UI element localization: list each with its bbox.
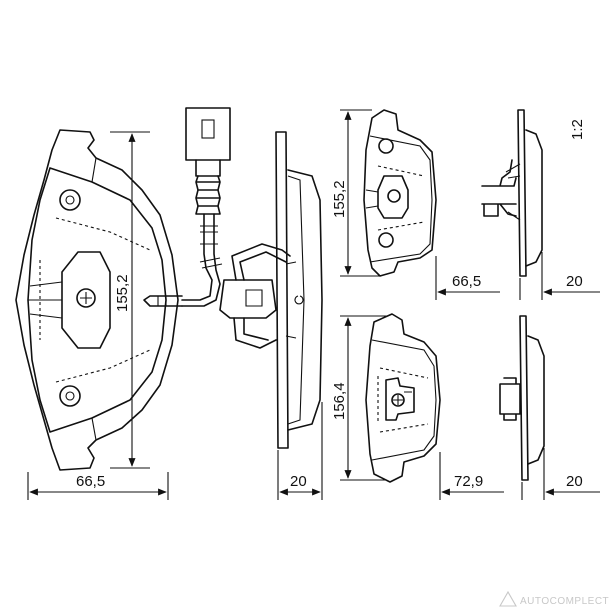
side-backing-plate [275,131,289,449]
clip-body [219,279,277,319]
main-pad-center-pin-cross [80,292,92,304]
upper-side-clip-spring [505,163,521,221]
sensor-cable [181,213,213,301]
main-thickness-dimension: 20 [277,402,323,500]
sensor-cable-outer [181,213,221,307]
main-thickness-label: 20 [290,473,307,490]
main-pad-side-view [275,131,323,449]
side-friction-lining [287,169,323,431]
upper-thickness-dimension: 20 [519,252,600,300]
upper-pad-outline [363,109,437,277]
main-width-label: 66,5 [76,473,105,490]
upper-side-lining [525,129,543,267]
main-pad-upper-hole-inner [65,195,75,205]
lower-width-dimension: 72,9 [439,452,504,500]
upper-pad-clip [377,175,409,219]
main-pad-clip-detail [28,281,63,319]
lower-pad-lining [371,339,437,461]
side-lining-edge [287,175,305,425]
clip-lower-arm [233,317,277,349]
lower-pad-side-view [499,315,545,481]
sensor-grommet [195,175,221,215]
lower-pad-clip [385,377,415,421]
lower-pad-inner-contour [377,367,429,433]
main-pad-inner-contour [39,217,151,383]
upper-width-label: 66,5 [452,273,481,290]
lower-width-label: 72,9 [454,473,483,490]
watermark-text: AUTOCOMPLECT [520,596,609,607]
lower-pad-pin-cross [393,391,412,405]
clip-tab [245,289,263,307]
clip-upper-arm [231,243,291,281]
upper-side-backing [517,109,527,277]
upper-thickness-label: 20 [566,273,583,290]
upper-height-label: 155,2 [331,180,348,218]
main-pad-lower-hole [59,385,81,407]
upper-pad-inner-contour [377,165,425,231]
upper-pad-lining [369,135,433,263]
lower-pad-front-view [365,313,441,483]
upper-pad-top-hole [378,138,394,154]
lower-height-label: 156,4 [331,382,348,420]
side-clip-notch [285,261,297,339]
sensor-probe-tip [157,296,167,306]
upper-pad-bottom-hole [378,232,394,248]
main-pad-lower-hole-inner [65,391,75,401]
clip-lower-arm-2 [243,317,269,341]
upper-width-dimension: 66,5 [435,256,500,300]
side-sensor-mark [294,295,304,305]
sensor-probe [143,295,183,307]
watermark-logo-icon [499,590,517,607]
lower-thickness-dimension: 20 [521,448,600,500]
sensor-connector-body [185,107,231,161]
main-pad-clip-plate [61,251,111,349]
main-width-dimension: 66,5 [27,472,169,500]
main-pad-upper-hole [59,189,81,211]
lower-side-backing [519,315,529,481]
sensor-cable-tie [199,225,223,269]
spring-clip [219,243,291,349]
clip-upper-arm-2 [239,251,287,281]
lower-side-lining [527,335,545,465]
main-height-label: 155,2 [114,274,131,312]
lower-thickness-label: 20 [566,473,583,490]
upper-pad-tab [365,189,379,209]
lower-side-clip [499,377,521,421]
upper-pad-side-view [481,109,543,277]
scale-label: 1:2 [569,119,586,140]
main-pad-chamfer-lines [91,157,97,441]
upper-pad-front-view [363,109,437,277]
sensor-connector-latch [201,119,215,139]
lower-height-dimension: 156,4 [331,315,388,481]
sensor-connector-neck [195,159,221,177]
main-pad-center-pin [76,288,96,308]
upper-height-dimension: 155,2 [331,109,380,277]
main-height-dimension: 155,2 [110,131,150,469]
wear-sensor [143,107,231,307]
upper-side-clip [481,159,517,217]
lower-pad-center-pin [391,393,405,407]
upper-pad-center-pin [387,189,401,203]
main-pad-front-view [15,129,179,471]
watermark: AUTOCOMPLECT [499,590,609,607]
lower-pad-outline [365,313,441,483]
